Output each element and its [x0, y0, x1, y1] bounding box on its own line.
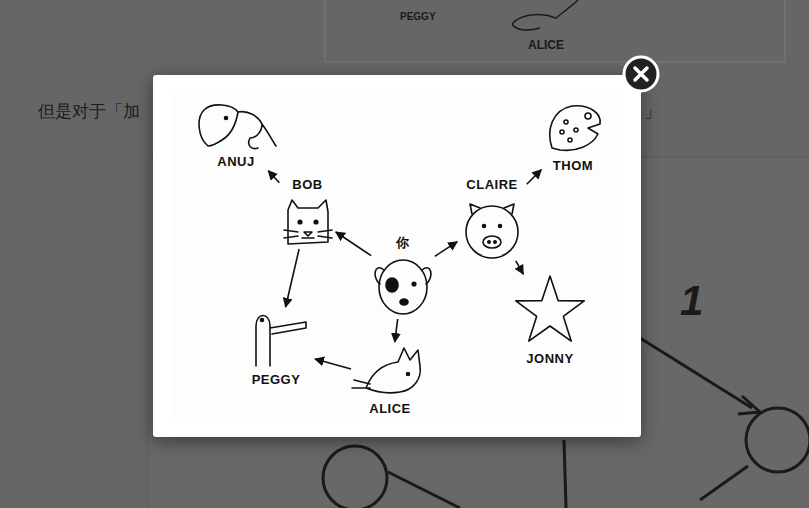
node-label: CLAIRE: [466, 178, 517, 192]
cat-eye: [314, 220, 318, 224]
node-label: ANUJ: [217, 155, 254, 169]
elephant-eye: [225, 117, 228, 120]
arrow-connector: [516, 261, 524, 274]
background-line: [388, 472, 460, 508]
background-circle: [323, 446, 387, 508]
starfish-figure: [516, 276, 584, 341]
cat-eye: [298, 220, 302, 224]
picture-area: [172, 94, 622, 418]
dog-figure: [379, 260, 427, 314]
fish-spot: [574, 128, 578, 132]
node-label: JONNY: [526, 352, 573, 366]
node-label: ALICE: [369, 402, 411, 416]
background-image-frame: [325, 0, 785, 62]
fish-spot: [568, 138, 572, 142]
fish-spot: [560, 130, 564, 134]
node-label: 你: [396, 236, 410, 250]
dog-eye: [412, 282, 416, 286]
animal-node: ANUJ: [195, 102, 277, 170]
node-label: BOB: [292, 178, 322, 192]
dog-nose: [400, 299, 408, 305]
dog-eye-patch: [386, 278, 398, 292]
cat-whiskers: [284, 230, 332, 238]
pig-nostril: [494, 241, 496, 243]
node-label: THOM: [553, 159, 593, 173]
arrow-connector: [315, 359, 351, 369]
animal-illustration: [153, 75, 641, 437]
arrow-connector: [527, 170, 542, 185]
background-line: [640, 338, 752, 408]
arrow-connector: [336, 232, 371, 256]
animal-node: CLAIRE: [458, 178, 526, 260]
elephant-figure: [199, 105, 276, 149]
animal-drawings: [199, 105, 600, 393]
pig-snout: [483, 236, 501, 248]
animal-node: ALICE: [352, 343, 428, 417]
background-line: [700, 466, 748, 500]
node-label: PEGGY: [252, 373, 301, 387]
fish-spot: [564, 120, 568, 124]
background-text: 但是对于「加: [38, 103, 140, 120]
close-cross: [635, 68, 647, 80]
pig-figure: [466, 206, 518, 258]
animal-node: BOB: [280, 178, 335, 248]
close-button: [621, 54, 661, 94]
pig-nostril: [488, 241, 490, 243]
background-text: ALICE: [528, 39, 564, 51]
fish-eye: [585, 113, 591, 119]
pig-eye: [499, 225, 502, 228]
arrow-connector: [286, 249, 300, 307]
background-line: [564, 440, 566, 508]
callout-number: 1: [680, 280, 703, 322]
arrow-connector: [268, 171, 279, 183]
pig-ears: [470, 204, 514, 214]
arrow-connector: [435, 242, 457, 257]
peggy-figure: [256, 316, 306, 367]
background-text: 」: [644, 103, 661, 120]
connector-layer: [153, 75, 641, 437]
close-circle: [624, 57, 658, 91]
background-circle: [746, 408, 809, 472]
fish-figure: [550, 106, 600, 151]
animal-node: JONNY: [506, 275, 594, 367]
animal-node: THOM: [542, 102, 604, 174]
background-text: PEGGY: [400, 12, 436, 22]
node-layer: ANUJ THOM BOB CLAIRE 你 JONNY PEGGY ALICE: [153, 75, 641, 437]
dog-ears: [375, 268, 431, 284]
background-sketch: [512, 0, 578, 30]
animal-node: PEGGY: [238, 308, 314, 388]
animal-node: 你: [372, 236, 434, 318]
arrow-connector: [395, 319, 398, 342]
background-arrowhead: [738, 396, 760, 414]
alice-figure: [352, 348, 420, 393]
alice-eye: [407, 373, 410, 376]
peggy-eye: [261, 319, 264, 322]
modal-dialog: ANUJ THOM BOB CLAIRE 你 JONNY PEGGY ALICE: [153, 75, 641, 437]
pig-eye: [483, 225, 486, 228]
